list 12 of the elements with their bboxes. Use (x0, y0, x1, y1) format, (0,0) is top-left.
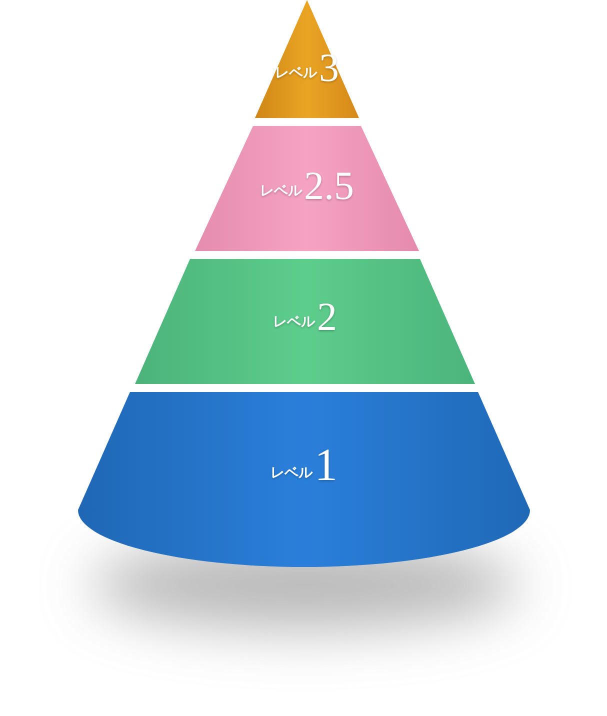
level-number: 3 (319, 48, 339, 88)
level-number: 2 (317, 297, 337, 337)
level-number: 1 (314, 442, 338, 488)
tier-label: レベル (260, 184, 302, 198)
tier-label: レベル (273, 315, 315, 329)
tier-label: レベル (275, 66, 317, 80)
tier-label: レベル (270, 466, 312, 480)
pyramid-tier (78, 392, 530, 567)
pyramid-tier (195, 126, 419, 251)
pyramid-tier (255, 0, 359, 118)
level-number: 2.5 (304, 166, 354, 206)
pyramid-tier (135, 259, 475, 384)
